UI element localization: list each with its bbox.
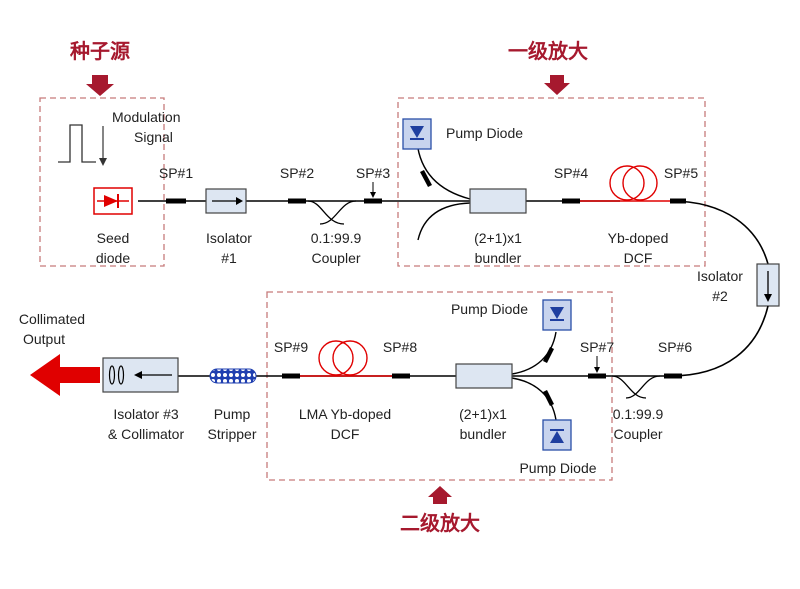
first-stage-arrow-icon bbox=[544, 75, 570, 95]
seed-diode-label-2: diode bbox=[96, 250, 130, 266]
pump-diode-mid-label: Pump Diode bbox=[451, 301, 528, 317]
bundler-1-label: (2+1)x1 bbox=[474, 230, 522, 246]
first-stage-box bbox=[397, 97, 706, 267]
pump-fiber-mid bbox=[511, 331, 557, 375]
coupler-2-label: 0.1:99.9 bbox=[613, 406, 664, 422]
bundler-2 bbox=[455, 363, 513, 389]
seed-stage-box bbox=[39, 97, 165, 267]
bundler-2-label: (2+1)x1 bbox=[459, 406, 507, 422]
dcf-coil-1 bbox=[609, 165, 645, 201]
splice-label-sp1: SP#1 bbox=[159, 165, 193, 181]
isolator-2-label-2: #2 bbox=[712, 288, 728, 304]
modulation-pulse-icon bbox=[58, 124, 96, 163]
second-stage-arrow-icon bbox=[428, 486, 452, 504]
splice-label-sp5: SP#5 bbox=[664, 165, 698, 181]
bundler-2-label-2: bundler bbox=[460, 426, 507, 442]
isolator-1-arrow-icon bbox=[236, 197, 243, 205]
dcf-1-label: Yb-doped bbox=[608, 230, 669, 246]
coupler-1-label: 0.1:99.9 bbox=[311, 230, 362, 246]
lens-icon bbox=[108, 365, 116, 385]
pump-diode-top-label: Pump Diode bbox=[446, 125, 523, 141]
dcf-coil-2 bbox=[318, 340, 354, 376]
fiber-loop-upper bbox=[669, 200, 769, 265]
seed-source-title: 种子源 bbox=[69, 39, 130, 63]
pump-fiber-top bbox=[416, 141, 471, 200]
bundler-1 bbox=[469, 188, 527, 214]
seed-stage-arrow-icon bbox=[86, 75, 114, 96]
output-label-2: Output bbox=[23, 331, 65, 347]
pump-diode-bottom-label: Pump Diode bbox=[519, 460, 596, 476]
splice-label-sp2: SP#2 bbox=[280, 165, 314, 181]
first-stage-title: 一级放大 bbox=[508, 39, 588, 63]
seed-diode-label: Seed bbox=[97, 230, 130, 246]
bundler-1-label-2: bundler bbox=[475, 250, 522, 266]
dcf-2-label: LMA Yb-doped bbox=[299, 406, 391, 422]
coupler-2 bbox=[611, 375, 647, 399]
pump-fiber-empty bbox=[417, 202, 471, 241]
second-stage-box bbox=[266, 291, 613, 481]
isolator-2-arrow-icon bbox=[764, 294, 772, 302]
splice-label-sp3: SP#3 bbox=[356, 165, 390, 181]
splice-label-sp8: SP#8 bbox=[383, 339, 417, 355]
isolator-1-label-2: #1 bbox=[221, 250, 237, 266]
output-arrow-icon bbox=[30, 354, 100, 396]
pump-diode-bottom-icon bbox=[550, 431, 564, 443]
splice-label-sp9: SP#9 bbox=[274, 339, 308, 355]
pump-diode-top-icon bbox=[410, 126, 424, 138]
pump-fiber-bottom bbox=[511, 377, 557, 421]
splice-label-sp6: SP#6 bbox=[658, 339, 692, 355]
isolator-1-label: Isolator bbox=[206, 230, 252, 246]
pump-stripper bbox=[209, 368, 257, 384]
coupler-1 bbox=[307, 200, 345, 225]
isolator-3-label: Isolator #3 bbox=[113, 406, 179, 422]
pump-stripper-label-2: Stripper bbox=[207, 426, 256, 442]
splice-label-sp4: SP#4 bbox=[554, 165, 588, 181]
pump-stripper-label: Pump bbox=[214, 406, 251, 422]
isolator-3-arrow-icon bbox=[134, 371, 142, 379]
splice-label-sp7: SP#7 bbox=[580, 339, 614, 355]
coupler-2-label-2: Coupler bbox=[613, 426, 662, 442]
modulation-label: Modulation bbox=[112, 109, 181, 125]
modulation-label-2: Signal bbox=[134, 129, 173, 145]
dcf-2-label-2: DCF bbox=[331, 426, 360, 442]
dcf-1-label-2: DCF bbox=[624, 250, 653, 266]
output-label: Collimated bbox=[19, 311, 85, 327]
isolator-3-label-2: & Collimator bbox=[108, 426, 185, 442]
pump-diode-mid-icon bbox=[550, 307, 564, 319]
isolator-2-label: Isolator bbox=[697, 268, 743, 284]
fiber-loop-lower bbox=[669, 305, 769, 377]
coupler-1-label-2: Coupler bbox=[311, 250, 360, 266]
second-stage-title: 二级放大 bbox=[400, 511, 480, 535]
